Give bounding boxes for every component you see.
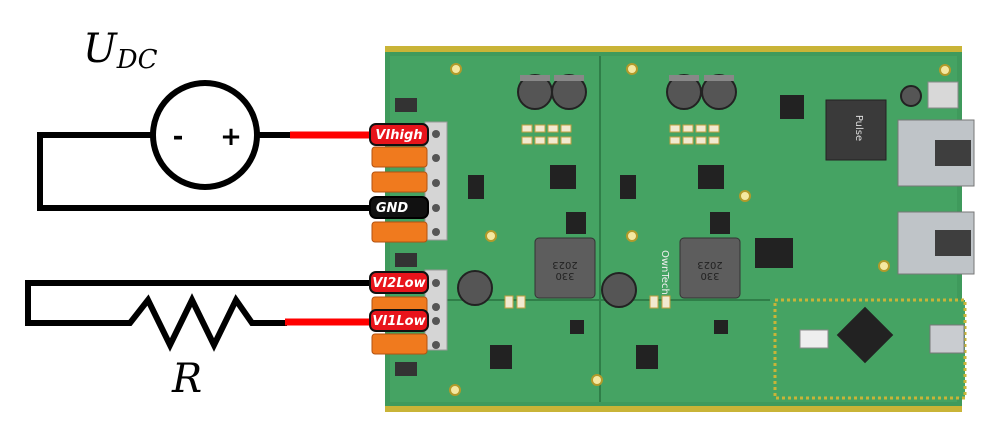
capacitors	[457, 74, 922, 308]
inductor-2: 2023 330	[679, 237, 741, 299]
wires	[25, 131, 372, 352]
connector-vi2low: VI2Low	[369, 271, 429, 294]
resistor-label: R	[171, 356, 202, 402]
dc-voltage-source: - +	[150, 80, 260, 190]
svg-text:2023: 2023	[697, 259, 722, 270]
svg-text:330: 330	[555, 270, 574, 281]
brand-logo: OwnTech	[659, 250, 670, 295]
mcu-board	[773, 298, 967, 400]
ethernet-jacks	[897, 81, 975, 275]
svg-text:Pulse: Pulse	[853, 115, 864, 141]
inductor-1: 2023 330	[534, 237, 596, 299]
svg-text:VI2Low: VI2Low	[372, 276, 426, 291]
svg-text:VI1Low: VI1Low	[372, 314, 426, 329]
svg-text:2023: 2023	[552, 259, 577, 270]
pcb-board: 2023 330 2023 330 OwnTech	[385, 46, 975, 412]
connector-gnd: GND	[369, 196, 429, 219]
connector-vi1low: VI1Low	[369, 309, 429, 332]
pulse-transformer: Pulse	[825, 99, 887, 161]
svg-text:330: 330	[700, 270, 719, 281]
minus-sign: -	[173, 122, 184, 152]
svg-text:VIhigh: VIhigh	[375, 128, 422, 143]
plus-sign: +	[220, 122, 242, 152]
connector-vihigh: VIhigh	[369, 123, 429, 146]
svg-text:GND: GND	[376, 201, 409, 216]
source-label: UDC	[83, 26, 158, 75]
